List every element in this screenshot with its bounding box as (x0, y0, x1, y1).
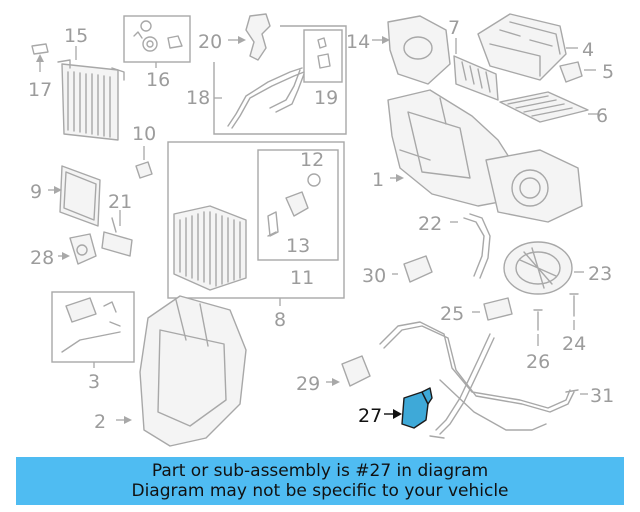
part-27-drawing (384, 387, 433, 429)
callout-20[interactable]: 20 (198, 31, 222, 53)
callout-21[interactable]: 21 (108, 191, 132, 213)
part-18-19-drawing (213, 25, 347, 135)
callout-11[interactable]: 11 (290, 267, 314, 289)
part-22-drawing (450, 213, 491, 279)
part-14-drawing (372, 15, 451, 85)
callout-22[interactable]: 22 (418, 213, 442, 235)
part-5-drawing (559, 61, 596, 83)
callout-23[interactable]: 23 (588, 263, 612, 285)
callout-12[interactable]: 12 (300, 149, 324, 171)
callout-3[interactable]: 3 (88, 371, 100, 393)
callout-26[interactable]: 26 (526, 351, 550, 373)
callout-6[interactable]: 6 (596, 105, 608, 127)
callout-13[interactable]: 13 (286, 235, 310, 257)
part-25-drawing (472, 297, 513, 321)
banner-line-2: Diagram may not be specific to your vehi… (131, 481, 509, 501)
callout-16[interactable]: 16 (146, 69, 170, 91)
blower-housing-drawing (485, 149, 583, 223)
part-29-drawing (326, 355, 371, 387)
part-10-drawing (135, 146, 153, 179)
callout-10[interactable]: 10 (132, 123, 156, 145)
callout-8[interactable]: 8 (274, 309, 286, 331)
banner-line-1: Part or sub-assembly is #27 in diagram (151, 461, 489, 481)
callout-2[interactable]: 2 (94, 411, 106, 433)
part-3-drawing (51, 291, 135, 368)
callout-15[interactable]: 15 (64, 25, 88, 47)
part-6-drawing (499, 91, 598, 123)
callout-31[interactable]: 31 (590, 385, 614, 407)
part-7-drawing (453, 38, 499, 101)
part-24-drawing (569, 293, 579, 330)
part-23-drawing (503, 241, 584, 295)
part-4-drawing (477, 13, 578, 81)
part-9-drawing (48, 165, 101, 227)
callout-24[interactable]: 24 (562, 333, 586, 355)
callout-17[interactable]: 17 (28, 79, 52, 101)
callout-19[interactable]: 19 (314, 87, 338, 109)
part-26-drawing (533, 309, 543, 346)
part-16-drawing (123, 15, 191, 68)
part-21-drawing (101, 210, 133, 257)
part-17-drawing (31, 43, 49, 72)
callout-7[interactable]: 7 (448, 17, 460, 39)
callout-1[interactable]: 1 (372, 169, 384, 191)
info-banner: Part or sub-assembly is #27 in diagram D… (16, 457, 624, 505)
callout-14[interactable]: 14 (346, 31, 370, 53)
callout-29[interactable]: 29 (296, 373, 320, 395)
part-2-drawing (116, 295, 247, 447)
callout-4[interactable]: 4 (582, 39, 594, 61)
callout-28[interactable]: 28 (30, 247, 54, 269)
callout-30[interactable]: 30 (362, 265, 386, 287)
callout-27[interactable]: 27 (358, 405, 382, 427)
part-20-drawing (228, 13, 271, 61)
callout-25[interactable]: 25 (440, 303, 464, 325)
part-30-drawing (392, 255, 433, 283)
callout-9[interactable]: 9 (30, 181, 42, 203)
wiring-harness-drawing (379, 321, 588, 439)
callout-18[interactable]: 18 (186, 87, 210, 109)
part-15-drawing (57, 46, 125, 141)
part-8-drawing (167, 141, 345, 306)
part-28-drawing (58, 233, 97, 265)
callout-5[interactable]: 5 (602, 61, 614, 83)
